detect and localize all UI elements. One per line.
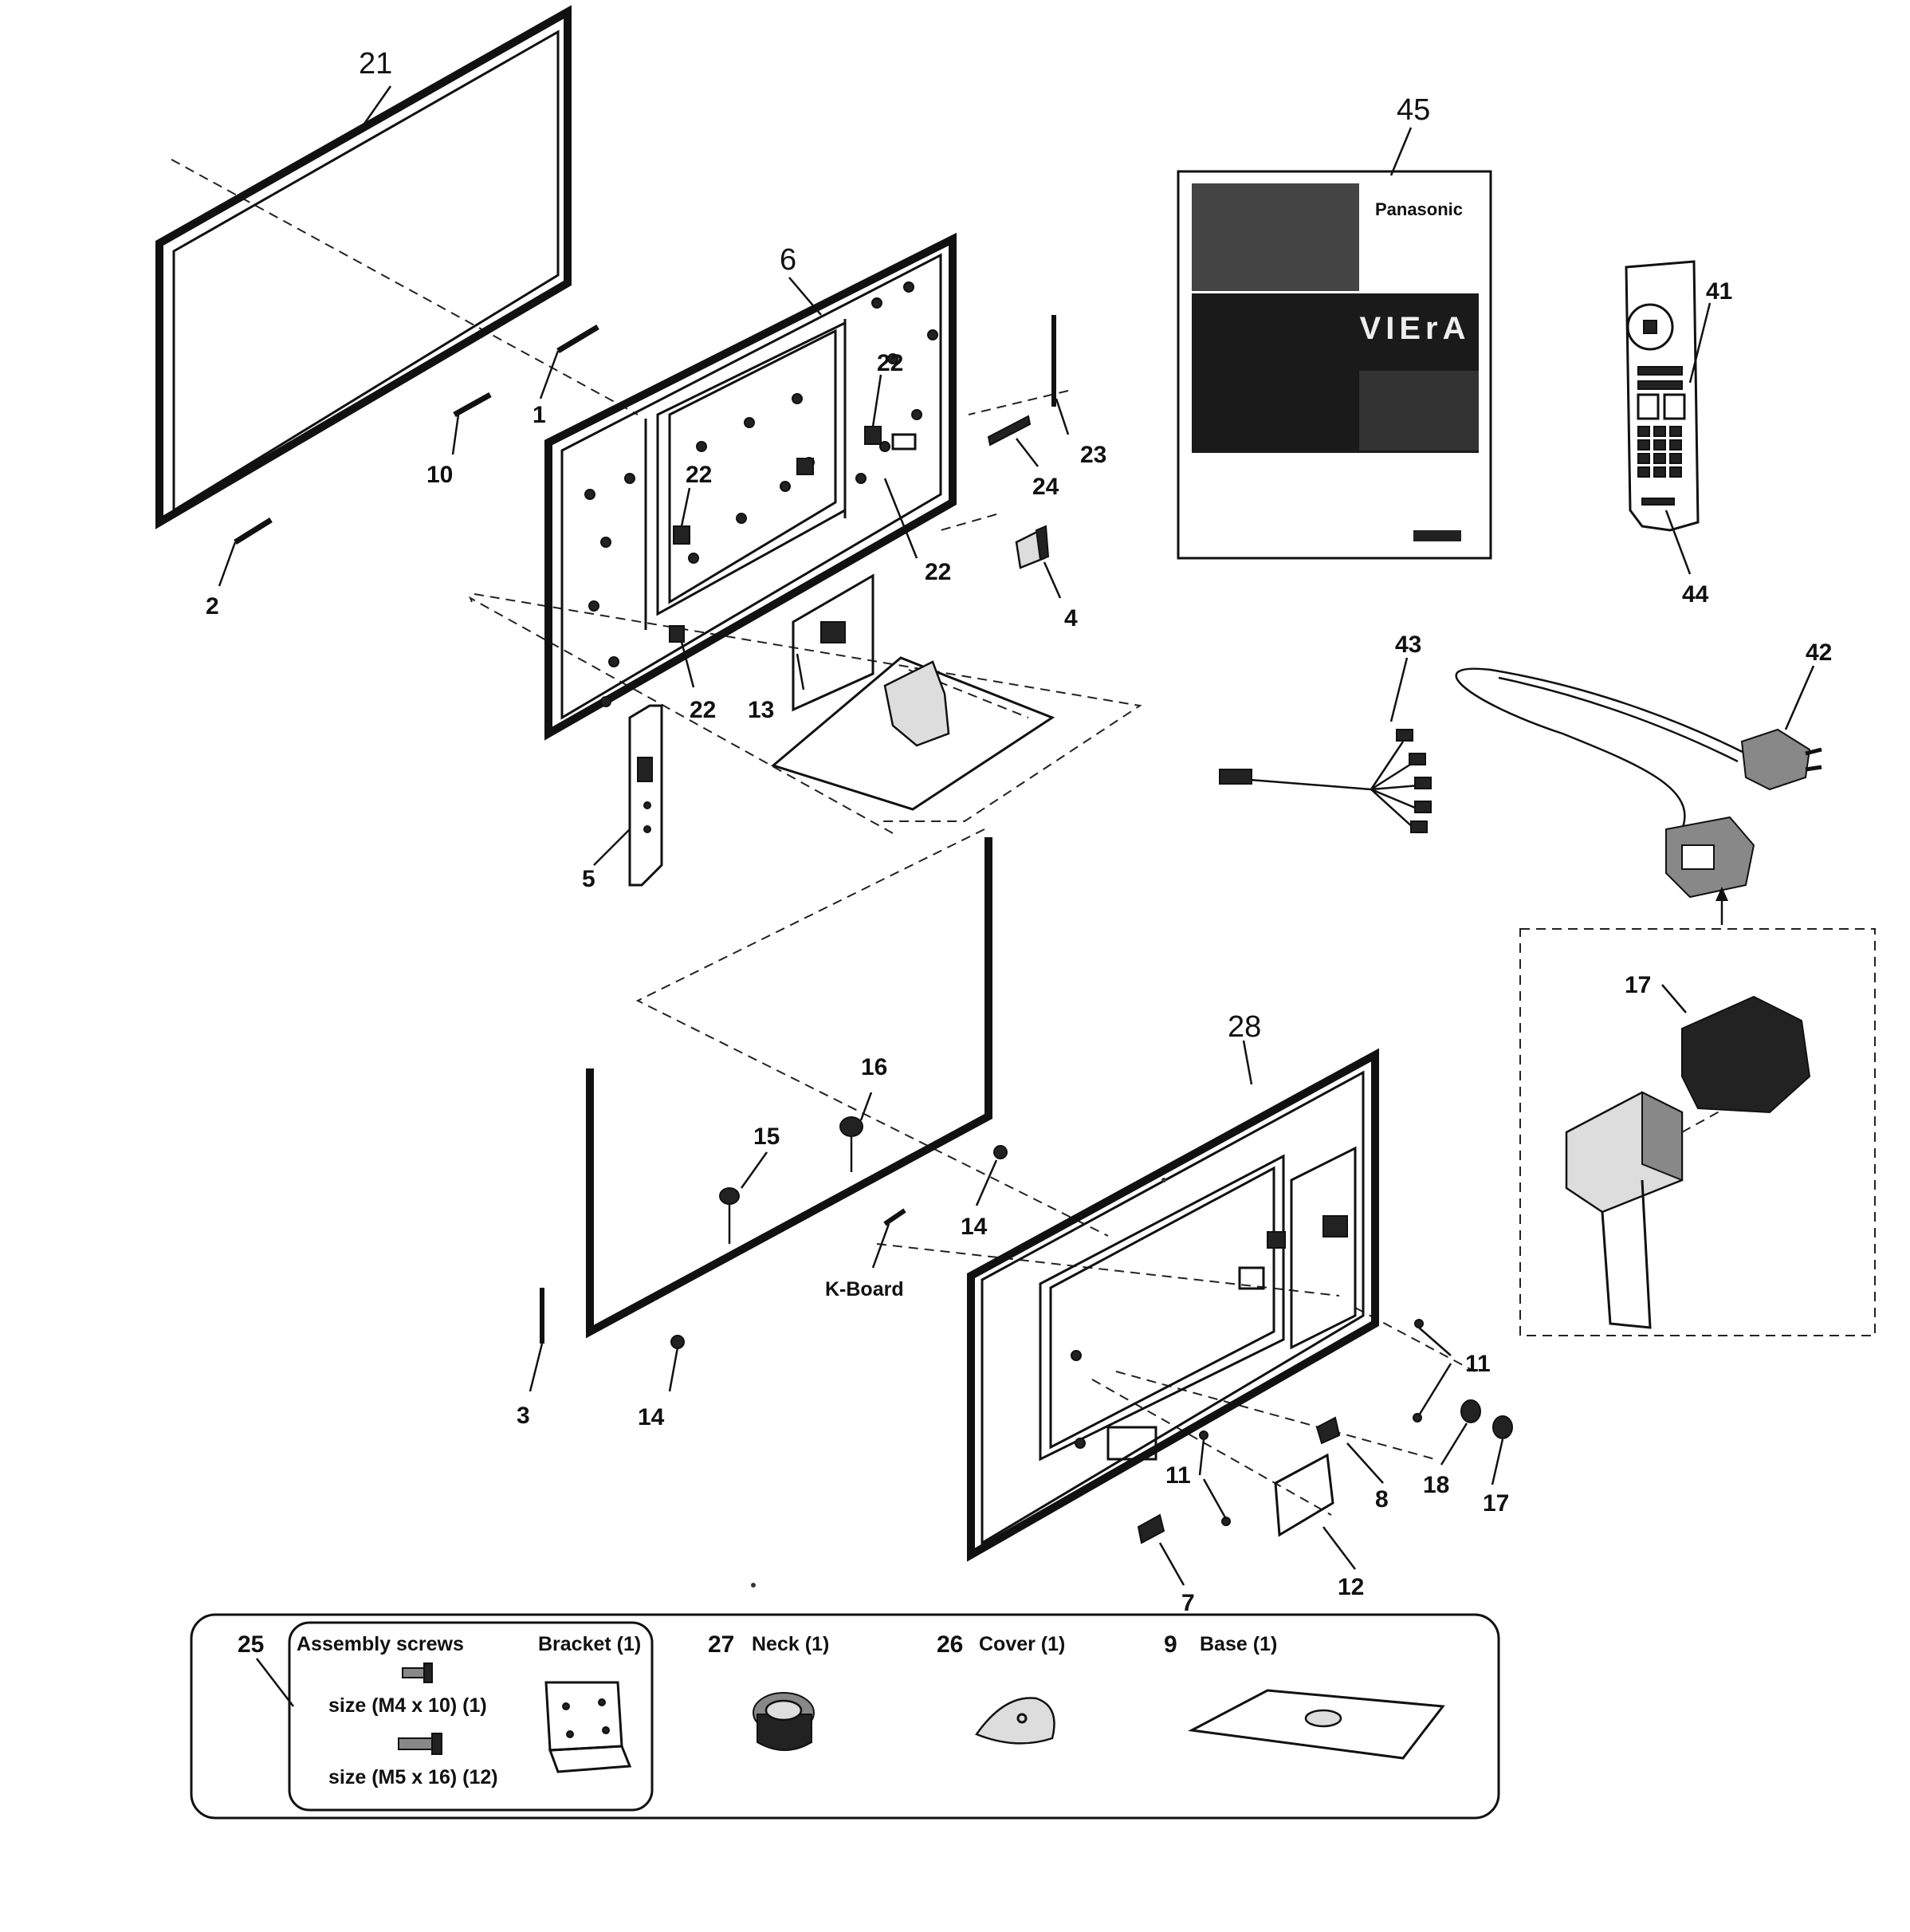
rear-cabinet (967, 1048, 1379, 1562)
callout-6: 6 (780, 243, 796, 277)
cover-icon (975, 1697, 1055, 1745)
side-strips (987, 315, 1056, 447)
chassis-holes (584, 281, 938, 707)
callout-4: 4 (1064, 605, 1078, 632)
part-4-bracket (1015, 525, 1050, 569)
instruction-manual: Panasonic VIErA (1177, 170, 1492, 560)
bezel-small-parts (234, 324, 599, 545)
base-icon (1188, 1689, 1445, 1760)
screw-m5-size: size (M5 x 16) (12) (328, 1766, 498, 1788)
callout-7: 7 (1181, 1590, 1195, 1616)
front-bezel-frame (155, 5, 572, 529)
bracket-icon (544, 1681, 632, 1773)
callout-22-left: 22 (686, 462, 712, 488)
callout-22-bottom: 22 (690, 697, 716, 723)
callout-leader-lines (218, 85, 1815, 1586)
callout-labels: 21 6 1 10 2 22 22 22 22 23 24 4 13 5 45 … (206, 47, 1832, 1616)
callout-18: 18 (1423, 1472, 1449, 1498)
callout-28: 28 (1228, 1010, 1261, 1044)
bracket-label: Bracket (1) (538, 1633, 641, 1655)
callout-42: 42 (1806, 639, 1832, 666)
scan-dot (751, 1583, 756, 1588)
neck-icon (753, 1692, 815, 1751)
callout-22-top: 22 (877, 350, 903, 376)
main-chassis-panel (544, 232, 957, 741)
accessory-box: 25 Assembly screws size (M4 x 10) (1) si… (190, 1613, 1500, 1820)
callout-16: 16 (861, 1054, 887, 1080)
callout-17-detail: 17 (1625, 972, 1651, 998)
callout-14-right: 14 (961, 1214, 988, 1240)
callout-44: 44 (1682, 581, 1709, 608)
callout-41: 41 (1706, 278, 1732, 305)
cover-label: Cover (1) (979, 1633, 1065, 1655)
screw-m4-size: size (M4 x 10) (1) (328, 1694, 487, 1717)
callout-11-right: 11 (1465, 1351, 1491, 1377)
item-9-number: 9 (1164, 1631, 1177, 1658)
item-26-number: 26 (937, 1631, 963, 1658)
part-5-side-bracket (628, 704, 663, 887)
callout-15: 15 (753, 1123, 780, 1150)
remote-buttons (1637, 366, 1686, 506)
power-connector-detail (1519, 887, 1876, 1336)
callout-45: 45 (1397, 93, 1430, 127)
callout-43: 43 (1395, 632, 1421, 658)
callout-3: 3 (517, 1403, 530, 1429)
callout-23: 23 (1080, 442, 1106, 468)
assembly-screws-title: Assembly screws (297, 1633, 464, 1655)
av-adapter-cable (1219, 729, 1432, 833)
assembly-guide-lines (171, 159, 1476, 1516)
power-cord (1455, 667, 1822, 899)
remote-control (1625, 260, 1700, 532)
callout-22-right: 22 (925, 559, 951, 585)
callout-2: 2 (206, 593, 219, 620)
callout-5: 5 (582, 866, 595, 892)
callout-8: 8 (1375, 1486, 1389, 1513)
callout-11-left: 11 (1165, 1462, 1191, 1489)
callout-24: 24 (1032, 474, 1059, 500)
callout-12: 12 (1338, 1574, 1364, 1600)
scan-dot (1161, 1178, 1166, 1182)
base-label: Base (1) (1200, 1633, 1277, 1655)
callout-10: 10 (426, 462, 453, 488)
speaker-frame (540, 837, 1008, 1349)
callout-13: 13 (748, 697, 774, 723)
neck-label: Neck (1) (752, 1633, 829, 1655)
screw-m4-icon (402, 1662, 433, 1683)
rear-small-parts (1137, 1319, 1513, 1544)
screw-m5-icon (398, 1733, 442, 1755)
stand-assembly-preview (770, 573, 1055, 811)
callout-17: 17 (1483, 1490, 1509, 1517)
callout-14-left: 14 (638, 1404, 665, 1430)
k-board-label: K-Board (825, 1278, 904, 1300)
item-25-number: 25 (238, 1631, 264, 1658)
callout-1: 1 (533, 402, 546, 428)
manual-product: VIErA (1360, 311, 1471, 346)
item-27-number: 27 (708, 1631, 734, 1658)
callout-21: 21 (359, 47, 392, 81)
manual-brand: Panasonic (1375, 199, 1463, 219)
